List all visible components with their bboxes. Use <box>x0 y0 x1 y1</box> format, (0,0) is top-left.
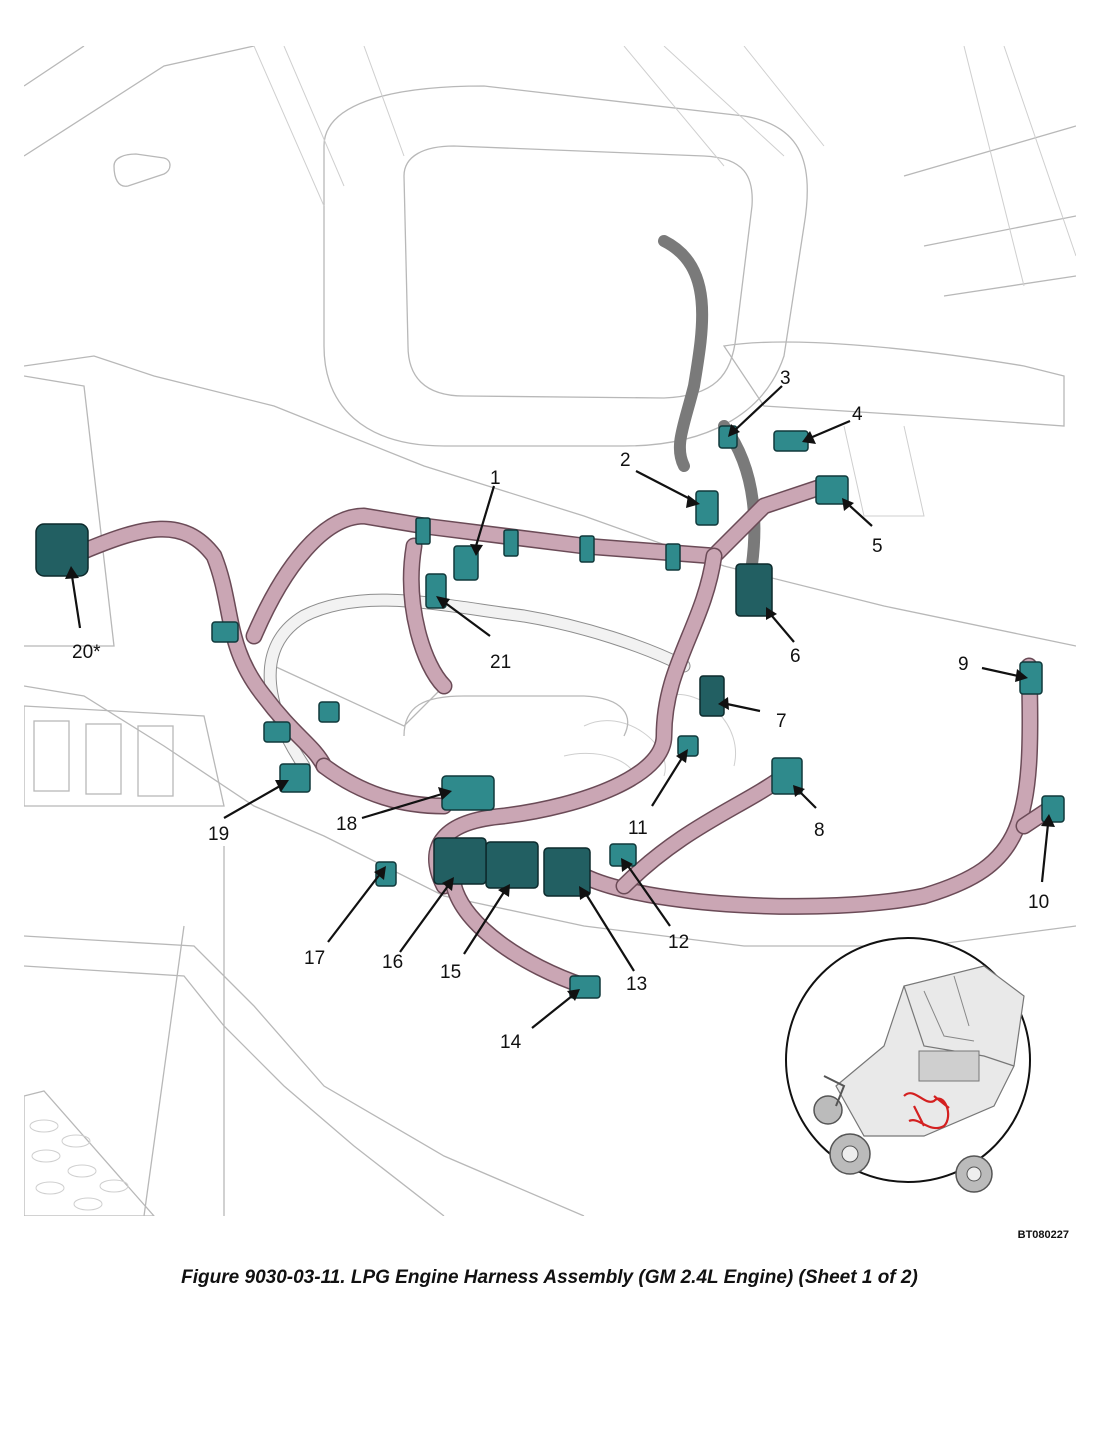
callout-label-1: 1 <box>490 468 501 489</box>
callout-label-10: 10 <box>1028 892 1049 913</box>
clip-d <box>415 517 431 545</box>
callout-label-5: 5 <box>872 536 883 557</box>
callout-label-8: 8 <box>814 820 825 841</box>
clip-a <box>211 621 239 643</box>
connector-17 <box>375 861 397 887</box>
connector-15 <box>485 841 539 889</box>
image-code: BT080227 <box>1017 1229 1069 1241</box>
callout-label-16: 16 <box>382 952 403 973</box>
connector-2 <box>695 490 719 526</box>
callout-label-17: 17 <box>304 948 325 969</box>
callout-label-13: 13 <box>626 974 647 995</box>
callout-arrows <box>65 385 1055 1029</box>
callout-label-4: 4 <box>852 404 863 425</box>
location-inset <box>785 937 1031 1193</box>
tread-plate <box>24 1090 155 1216</box>
callout-label-2: 2 <box>620 450 631 471</box>
callout-labels: 1 2 3 4 5 6 7 8 9 10 11 12 13 14 15 16 1… <box>72 368 1049 1053</box>
connector-5 <box>815 475 849 505</box>
callout-label-14: 14 <box>500 1032 522 1053</box>
truck-thumbnail <box>813 965 1025 1193</box>
figure-caption: Figure 9030-03-11. LPG Engine Harness As… <box>181 1267 918 1288</box>
connectors <box>35 425 1065 999</box>
callout-label-6: 6 <box>790 646 801 667</box>
harness-runs <box>75 477 1063 995</box>
harness-diagram: 1 2 3 4 5 6 7 8 9 10 11 12 13 14 15 16 1… <box>24 46 1076 1216</box>
callout-label-3: 3 <box>780 368 791 389</box>
callout-label-18: 18 <box>336 814 357 835</box>
connector-7 <box>699 675 725 717</box>
callout-label-7: 7 <box>776 711 787 732</box>
clip-e <box>503 529 519 557</box>
connector-11 <box>677 735 699 757</box>
clip-b <box>263 721 291 743</box>
callout-label-9: 9 <box>958 654 969 675</box>
clip-f <box>579 535 595 563</box>
callout-label-15: 15 <box>440 962 461 983</box>
clip-c <box>318 701 340 723</box>
callout-label-21: 21 <box>490 652 511 673</box>
connector-18 <box>441 775 495 811</box>
connector-16 <box>433 837 487 885</box>
callout-label-19: 19 <box>208 824 229 845</box>
connector-20 <box>35 523 89 577</box>
truck-body-line-art <box>24 46 1076 1216</box>
connector-8 <box>771 757 803 795</box>
clip-g <box>665 543 681 571</box>
callout-label-20: 20* <box>72 642 101 663</box>
white-hose <box>263 593 691 773</box>
connector-13 <box>543 847 591 897</box>
connector-19 <box>279 763 311 793</box>
connector-1 <box>453 545 479 581</box>
callout-label-11: 11 <box>628 818 648 839</box>
callout-label-12: 12 <box>668 932 689 953</box>
ground-cable <box>658 235 709 472</box>
connector-10 <box>1041 795 1065 823</box>
connector-6 <box>735 563 773 617</box>
